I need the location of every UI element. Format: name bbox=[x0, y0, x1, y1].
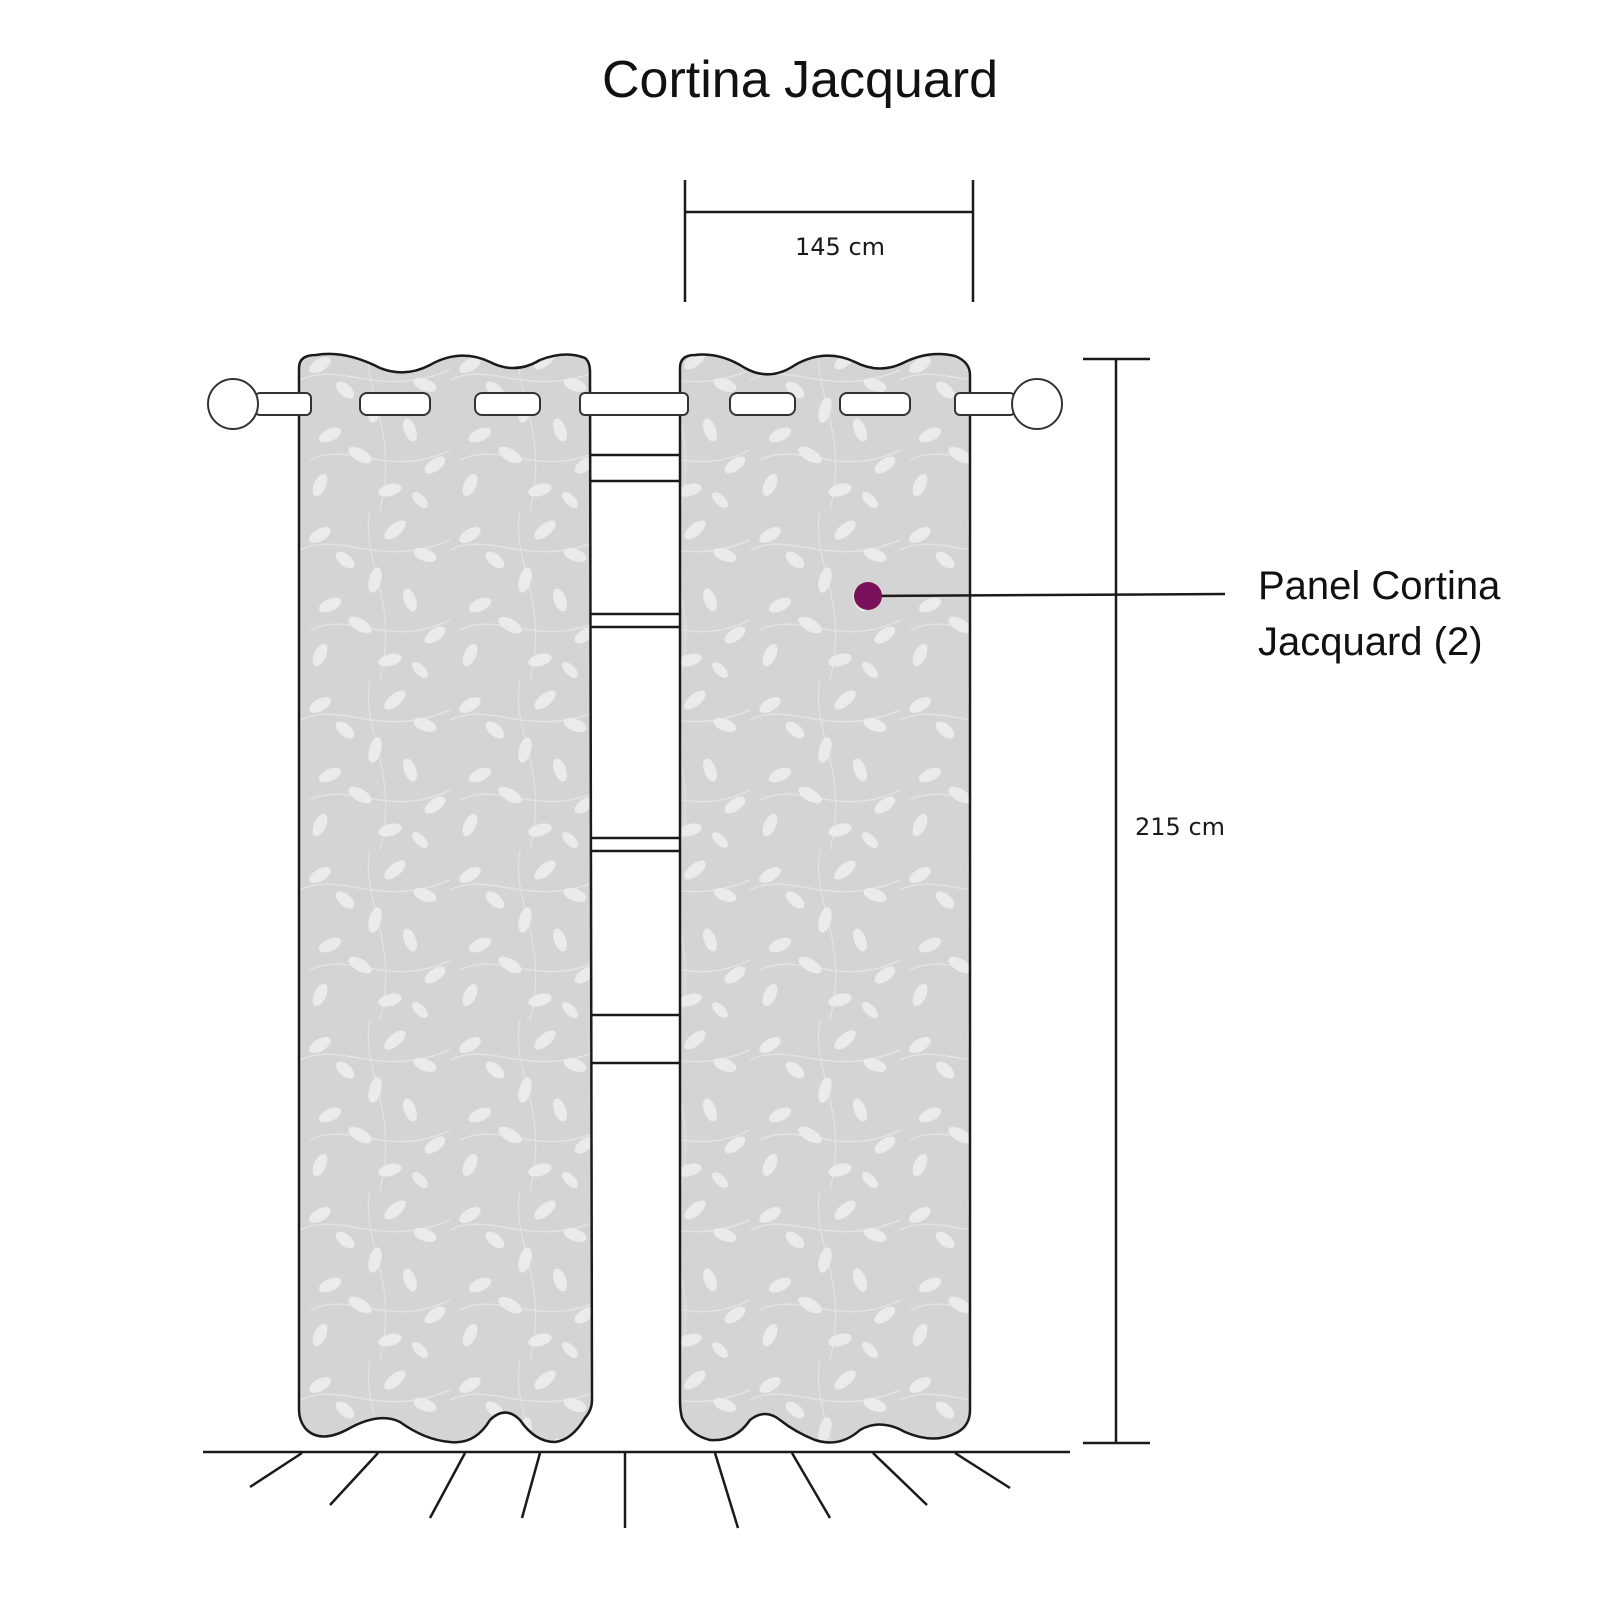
grommet-2 bbox=[474, 392, 541, 416]
grommet-1 bbox=[359, 392, 431, 416]
curtain-panel-left bbox=[297, 352, 594, 1444]
curtain-rod bbox=[207, 378, 1063, 430]
rod-segment-right bbox=[954, 392, 1016, 416]
floor bbox=[203, 1450, 1070, 1529]
grommet-3 bbox=[729, 392, 796, 416]
width-dimension bbox=[683, 180, 975, 302]
callout-leader-line bbox=[867, 592, 1226, 598]
rod-segment-left bbox=[254, 392, 312, 416]
circle-finial-icon bbox=[1011, 378, 1063, 430]
callout-line-2: Jacquard (2) bbox=[1258, 620, 1483, 664]
center-gap bbox=[590, 453, 680, 1065]
diagram-title: Cortina Jacquard bbox=[602, 51, 998, 109]
circle-finial-icon bbox=[207, 378, 259, 430]
panel-callout-label: Panel Cortina Jacquard (2) bbox=[1258, 558, 1500, 670]
curtain-panel-right bbox=[678, 352, 972, 1444]
rod-segment-center bbox=[579, 392, 689, 416]
height-label: 215 cm bbox=[1135, 813, 1226, 841]
height-dimension bbox=[1083, 357, 1150, 1445]
grommet-4 bbox=[839, 392, 911, 416]
width-label: 145 cm bbox=[795, 233, 886, 261]
dot-marker-icon bbox=[854, 582, 882, 610]
callout-line-1: Panel Cortina bbox=[1258, 564, 1501, 608]
